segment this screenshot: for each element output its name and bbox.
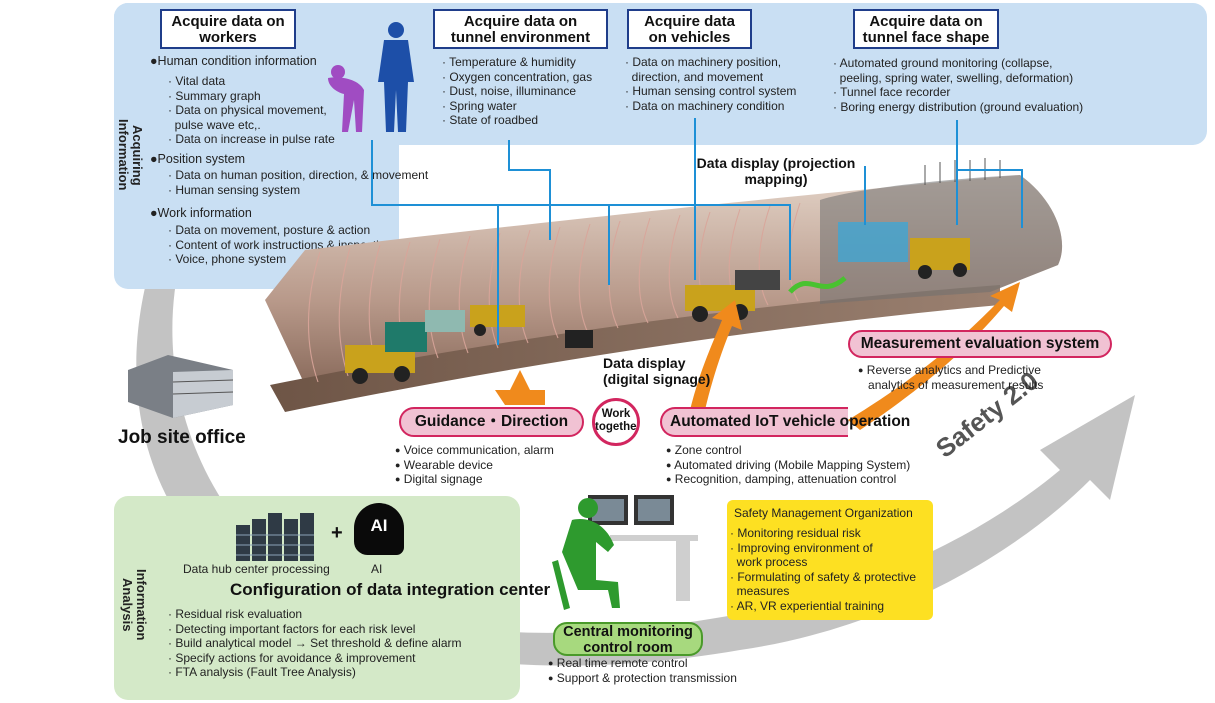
guidance-item: ● Digital signage [395,472,483,487]
integration-item: · Detecting important factors for each r… [168,621,416,636]
human-item: pulse wave etc,. [174,117,261,132]
human-item: · Data on physical movement, [168,103,327,118]
measurement-list: ● Reverse analytics and Predictive analy… [858,363,1043,392]
integration-item: · Build analytical model → Set threshold… [168,636,462,651]
iot-list: ● Zone control ● Automated driving (Mobi… [666,443,910,487]
central-item: ● Real time remote control [548,656,688,670]
safety-org-list: · Monitoring residual risk · Improving e… [730,526,916,614]
human-condition-heading: ●Human condition information [150,54,317,68]
integration-item: · Residual risk evaluation [168,607,303,621]
face-shape-list: · Automated ground monitoring (collapse,… [833,56,1083,114]
guidance-list: ● Voice communication, alarm ● Wearable … [395,443,554,487]
ai-head-icon: AI [354,503,404,555]
env-item: · Oxygen concentration, gas [442,69,593,84]
integration-item: · FTA analysis (Fault Tree Analysis) [168,665,356,680]
measurement-pill: Measurement evaluation system [848,330,1112,358]
safety-org-item: measures [736,584,790,599]
acquiring-label: Acquiring Information [116,119,145,191]
env-item: · Temperature & humidity [442,55,576,69]
safety-org-title: Safety Management Organization [734,506,913,520]
vehicle-list: · Data on machinery position, direction,… [625,55,796,113]
workers-icon [328,22,414,132]
env-item: · Spring water [442,98,517,113]
iot-item: ● Recognition, damping, attenuation cont… [666,472,897,487]
safety-org-item: · Monitoring residual risk [730,526,861,540]
vehicle-item: direction, and movement [631,69,764,84]
header-vehicles: Acquire data on vehicles [627,9,752,49]
operator-workstation-icon [552,495,698,610]
data-hub-label: Data hub center processing [183,562,330,576]
env-item: · Dust, noise, illuminance [442,84,577,99]
iot-title: Automated IoT vehicle operation [670,413,911,430]
acquiring-panel-left [114,3,399,289]
position-item: · Human sensing system [168,182,301,197]
office-building-icon [128,355,234,418]
signage-label: Data display (digital signage) [603,355,711,387]
safety-organization-box [727,500,933,620]
face-item: peeling, spring water, swelling, deforma… [839,70,1074,85]
measurement-item: analytics of measurement results [868,377,1044,392]
central-item: ● Support & protection transmission [548,670,737,685]
work-item: · Data on movement, posture & action [168,223,371,237]
header-workers: Acquire data on workers [160,9,296,49]
integration-title: Configuration of data integration center [230,580,551,599]
safety-org-item: · Formulating of safety & protective [730,569,917,584]
central-monitoring-pill: Central monitoring control room [553,622,703,656]
face-item: · Boring energy distribution (ground eva… [833,99,1084,114]
ai-label: AI [371,562,383,576]
safety-org-item: · Improving environment of [730,540,873,555]
analysis-panel [114,496,520,700]
human-item: · Summary graph [168,88,261,103]
guidance-item: ● Voice communication, alarm [395,443,554,457]
work-heading: ●Work information [150,206,252,220]
integration-item: · Specify actions for avoidance & improv… [168,650,416,665]
measurement-item: ● Reverse analytics and Predictive [858,363,1041,377]
iot-pill [660,407,848,437]
analysis-label: Information Analysis [120,569,149,641]
env-item: · State of roadbed [442,113,539,128]
tunnel-environment-list: · Temperature & humidity · Oxygen concen… [442,55,592,128]
guidance-pill: Guidance・Direction [399,407,584,437]
vehicle-item: · Human sensing control system [625,84,797,99]
projection-label: Data display (projection mapping) [696,155,856,187]
plus-sign: + [331,522,343,544]
guidance-item: ● Wearable device [395,457,493,472]
integration-list: · Residual risk evaluation · Detecting i… [168,607,462,680]
safety-org-item: work process [736,555,808,570]
header-face-shape: Acquire data on tunnel face shape [853,9,999,49]
job-site-office-label: Job site office [118,427,246,448]
position-heading: ●Position system [150,152,246,166]
server-rack-icon [236,513,314,561]
header-tunnel-environment: Acquire data on tunnel environment [433,9,608,49]
iot-item: ● Automated driving (Mobile Mapping Syst… [666,457,911,472]
iot-item: ● Zone control [666,443,742,457]
vehicle-item: · Data on machinery position, [625,55,782,69]
position-item: · Data on human position, direction, & m… [168,168,429,182]
safety-org-item: · AR, VR experiential training [730,598,885,613]
human-item: · Vital data [168,74,226,88]
face-item: · Tunnel face recorder [833,85,951,100]
work-together-badge: Work together [592,398,640,446]
face-item: · Automated ground monitoring (collapse, [833,56,1053,70]
vehicle-item: · Data on machinery condition [625,98,785,113]
human-item: · Data on increase in pulse rate [168,132,335,147]
central-list: ● Real time remote control ● Support & p… [548,656,737,685]
work-item: · Voice, phone system [168,252,287,267]
